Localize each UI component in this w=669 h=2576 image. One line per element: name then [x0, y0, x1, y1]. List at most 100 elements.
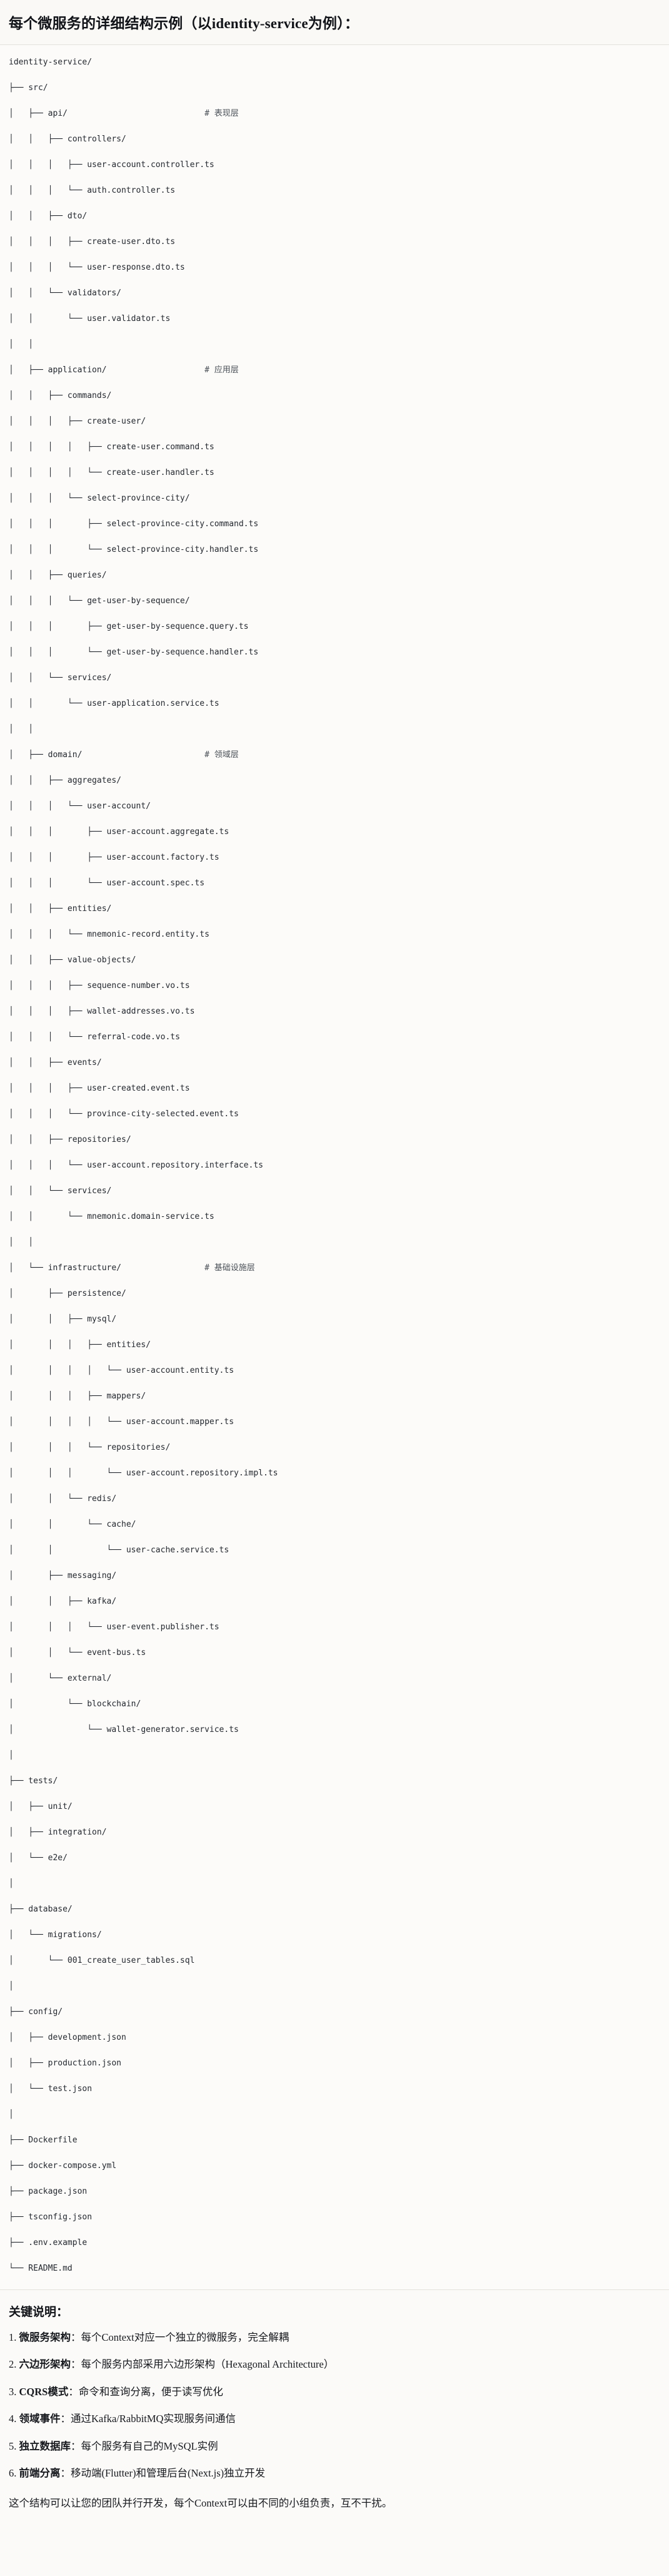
- tree-line-path: │ │ ├── aggregates/: [9, 776, 122, 786]
- tree-line-path: │ │: [9, 1238, 34, 1248]
- tree-line: │ │ │ └── user-event.publisher.ts: [9, 1621, 660, 1634]
- tree-line-path: │ │ ├── queries/: [9, 571, 107, 581]
- tree-line-path: │ │ ├── repositories/: [9, 1135, 131, 1145]
- tree-line-path: │ │ │ └── repositories/: [9, 1443, 171, 1453]
- key-point-term: 独立数据库: [19, 2440, 71, 2452]
- tree-line: │ │ │ ├── mappers/: [9, 1390, 660, 1403]
- tree-line: │ │ ├── mysql/: [9, 1313, 660, 1326]
- tree-line: │ │ │ └── auth.controller.ts: [9, 185, 660, 198]
- tree-line-path: ├── database/: [9, 1905, 73, 1915]
- tree-line: │ │ └── user-application.service.ts: [9, 698, 660, 711]
- key-point-term: 前端分离: [19, 2467, 61, 2480]
- tree-line: ├── tsconfig.json: [9, 2211, 660, 2224]
- tree-line: │ │ │ ├── wallet-addresses.vo.ts: [9, 1005, 660, 1019]
- tree-line: │ └── blockchain/: [9, 1698, 660, 1711]
- tree-line-path: ├── .env.example: [9, 2238, 88, 2248]
- tree-line-path: │: [9, 1982, 14, 1992]
- tree-line-path: │ ├── domain/: [9, 750, 83, 760]
- tree-line-path: │ │ └── event-bus.ts: [9, 1648, 146, 1658]
- tree-line-path: │ │ │ ├── sequence-number.vo.ts: [9, 981, 190, 991]
- tree-line: │ │ │ │ └── user-account.mapper.ts: [9, 1416, 660, 1429]
- tree-line: │ │ ├── queries/: [9, 569, 660, 583]
- directory-tree-block: identity-service/ ├── src/ │ ├── api/ # …: [0, 45, 669, 2290]
- tree-line: ├── docker-compose.yml: [9, 2160, 660, 2173]
- tree-line-path: │: [9, 1751, 14, 1761]
- tree-line: │ │ └── mnemonic.domain-service.ts: [9, 1211, 660, 1224]
- tree-line: │ ├── development.json: [9, 2032, 660, 2045]
- tree-line-path: ├── src/: [9, 83, 48, 93]
- tree-line-path: │ │ │ ├── get-user-by-sequence.query.ts: [9, 622, 249, 632]
- closing-paragraph: 这个结构可以让您的团队并行开发，每个Context可以由不同的小组负责，互不干扰…: [9, 2497, 393, 2509]
- tree-line: │: [9, 1878, 660, 1891]
- tree-line-comment: # 基础设施层: [204, 1263, 255, 1273]
- header-block: 每个微服务的详细结构示例（以identity-service为例）：: [0, 0, 669, 46]
- tree-line: │ │ │ │ └── user-account.entity.ts: [9, 1365, 660, 1378]
- tree-line: │ │ │ └── user-account.repository.impl.t…: [9, 1467, 660, 1480]
- tree-line-path: │ ├── development.json: [9, 2033, 126, 2043]
- tree-line-comment: # 表现层: [204, 109, 239, 119]
- tree-line-path: │ │ └── validators/: [9, 288, 122, 298]
- tree-line-path: │ │ └── user-application.service.ts: [9, 699, 219, 709]
- tree-line-path: │ │ └── services/: [9, 673, 112, 683]
- tree-line: │ │ │ ├── user-account.aggregate.ts: [9, 826, 660, 839]
- tree-line-path: │ │ │ ├── user-account.aggregate.ts: [9, 827, 229, 837]
- tree-line: │ │ └── user.validator.ts: [9, 313, 660, 326]
- key-point-description: ：命令和查询分离，便于读写优化: [68, 2385, 223, 2398]
- tree-line-path: │: [9, 1879, 14, 1889]
- tree-line-path: │ │ │ ├── mappers/: [9, 1392, 146, 1402]
- tree-line: │ │ │ └── referral-code.vo.ts: [9, 1031, 660, 1044]
- tree-line: │ └── migrations/: [9, 1929, 660, 1942]
- tree-line: ├── database/: [9, 1903, 660, 1917]
- tree-line: │ └── external/: [9, 1672, 660, 1686]
- tree-line: │ │ │ └── select-province-city.handler.t…: [9, 544, 660, 557]
- tree-line-path: │ │ │ ├── select-province-city.command.t…: [9, 519, 259, 529]
- tree-line: │ │ │ └── select-province-city/: [9, 492, 660, 506]
- tree-line-path: │ └── migrations/: [9, 1930, 102, 1940]
- tree-line: │ ├── api/ # 表现层: [9, 108, 660, 121]
- tree-line-path: │ └── e2e/: [9, 1853, 68, 1863]
- tree-line: │ ├── messaging/: [9, 1570, 660, 1583]
- tree-line-path: │ │ └── user-cache.service.ts: [9, 1545, 229, 1555]
- tree-line: │ │ │ └── get-user-by-sequence.handler.t…: [9, 646, 660, 659]
- tree-line: │ │ │ ├── user-created.event.ts: [9, 1082, 660, 1096]
- tree-line: │ │ │ └── province-city-selected.event.t…: [9, 1108, 660, 1121]
- tree-line-path: │ │ ├── mysql/: [9, 1315, 117, 1325]
- tree-line: ├── Dockerfile: [9, 2134, 660, 2147]
- tree-line: │: [9, 1749, 660, 1763]
- tree-line-path: ├── tests/: [9, 1776, 58, 1786]
- tree-line-path: │ ├── integration/: [9, 1828, 107, 1838]
- tree-line: │ │ └── services/: [9, 1185, 660, 1198]
- tree-line-path: │ │ │ └── get-user-by-sequence/: [9, 596, 190, 606]
- tree-line: │ │ │ ├── create-user/: [9, 415, 660, 429]
- tree-line: │ │ ├── aggregates/: [9, 775, 660, 788]
- tree-line-path: │ │ │ │ └── user-account.mapper.ts: [9, 1417, 234, 1427]
- tree-line-path: │ ├── api/: [9, 109, 68, 119]
- tree-line: │ │ │ └── repositories/: [9, 1442, 660, 1455]
- tree-line: │ │ ├── events/: [9, 1057, 660, 1070]
- tree-line-path: │: [9, 2110, 14, 2120]
- directory-tree: identity-service/ ├── src/ │ ├── api/ # …: [9, 56, 660, 2276]
- tree-line-path: │ │ │ ├── wallet-addresses.vo.ts: [9, 1007, 195, 1017]
- tree-line: │ │ │ ├── get-user-by-sequence.query.ts: [9, 621, 660, 634]
- tree-line: │ │ │ │ ├── create-user.command.ts: [9, 441, 660, 454]
- key-point-item: 6. 前端分离：移动端(Flutter)和管理后台(Next.js)独立开发: [9, 2465, 660, 2482]
- tree-line: ├── package.json: [9, 2186, 660, 2199]
- tree-line: │ │ │ ├── sequence-number.vo.ts: [9, 980, 660, 993]
- key-point-term: CQRS模式: [19, 2385, 69, 2398]
- tree-line-path: │ └── infrastructure/: [9, 1263, 122, 1273]
- tree-line: └── README.md: [9, 2263, 660, 2276]
- page-title: 每个微服务的详细结构示例（以identity-service为例）：: [9, 16, 360, 31]
- tree-line-path: │ │ └── cache/: [9, 1520, 136, 1530]
- tree-line-path: │ │ ├── entities/: [9, 904, 112, 914]
- key-point-item: 3. CQRS模式：命令和查询分离，便于读写优化: [9, 2384, 660, 2400]
- tree-line-path: │ │ │ └── get-user-by-sequence.handler.t…: [9, 648, 259, 658]
- tree-line-path: │ ├── persistence/: [9, 1289, 126, 1299]
- tree-line: │ └── 001_create_user_tables.sql: [9, 1955, 660, 1968]
- tree-line: │ │ │ └── user-account/: [9, 800, 660, 813]
- tree-line-path: │ │ └── services/: [9, 1186, 112, 1196]
- tree-line: │ │ │ ├── create-user.dto.ts: [9, 236, 660, 249]
- key-point-item: 1. 微服务架构：每个Context对应一个独立的微服务，完全解耦: [9, 2329, 660, 2346]
- tree-line: │ └── wallet-generator.service.ts: [9, 1724, 660, 1737]
